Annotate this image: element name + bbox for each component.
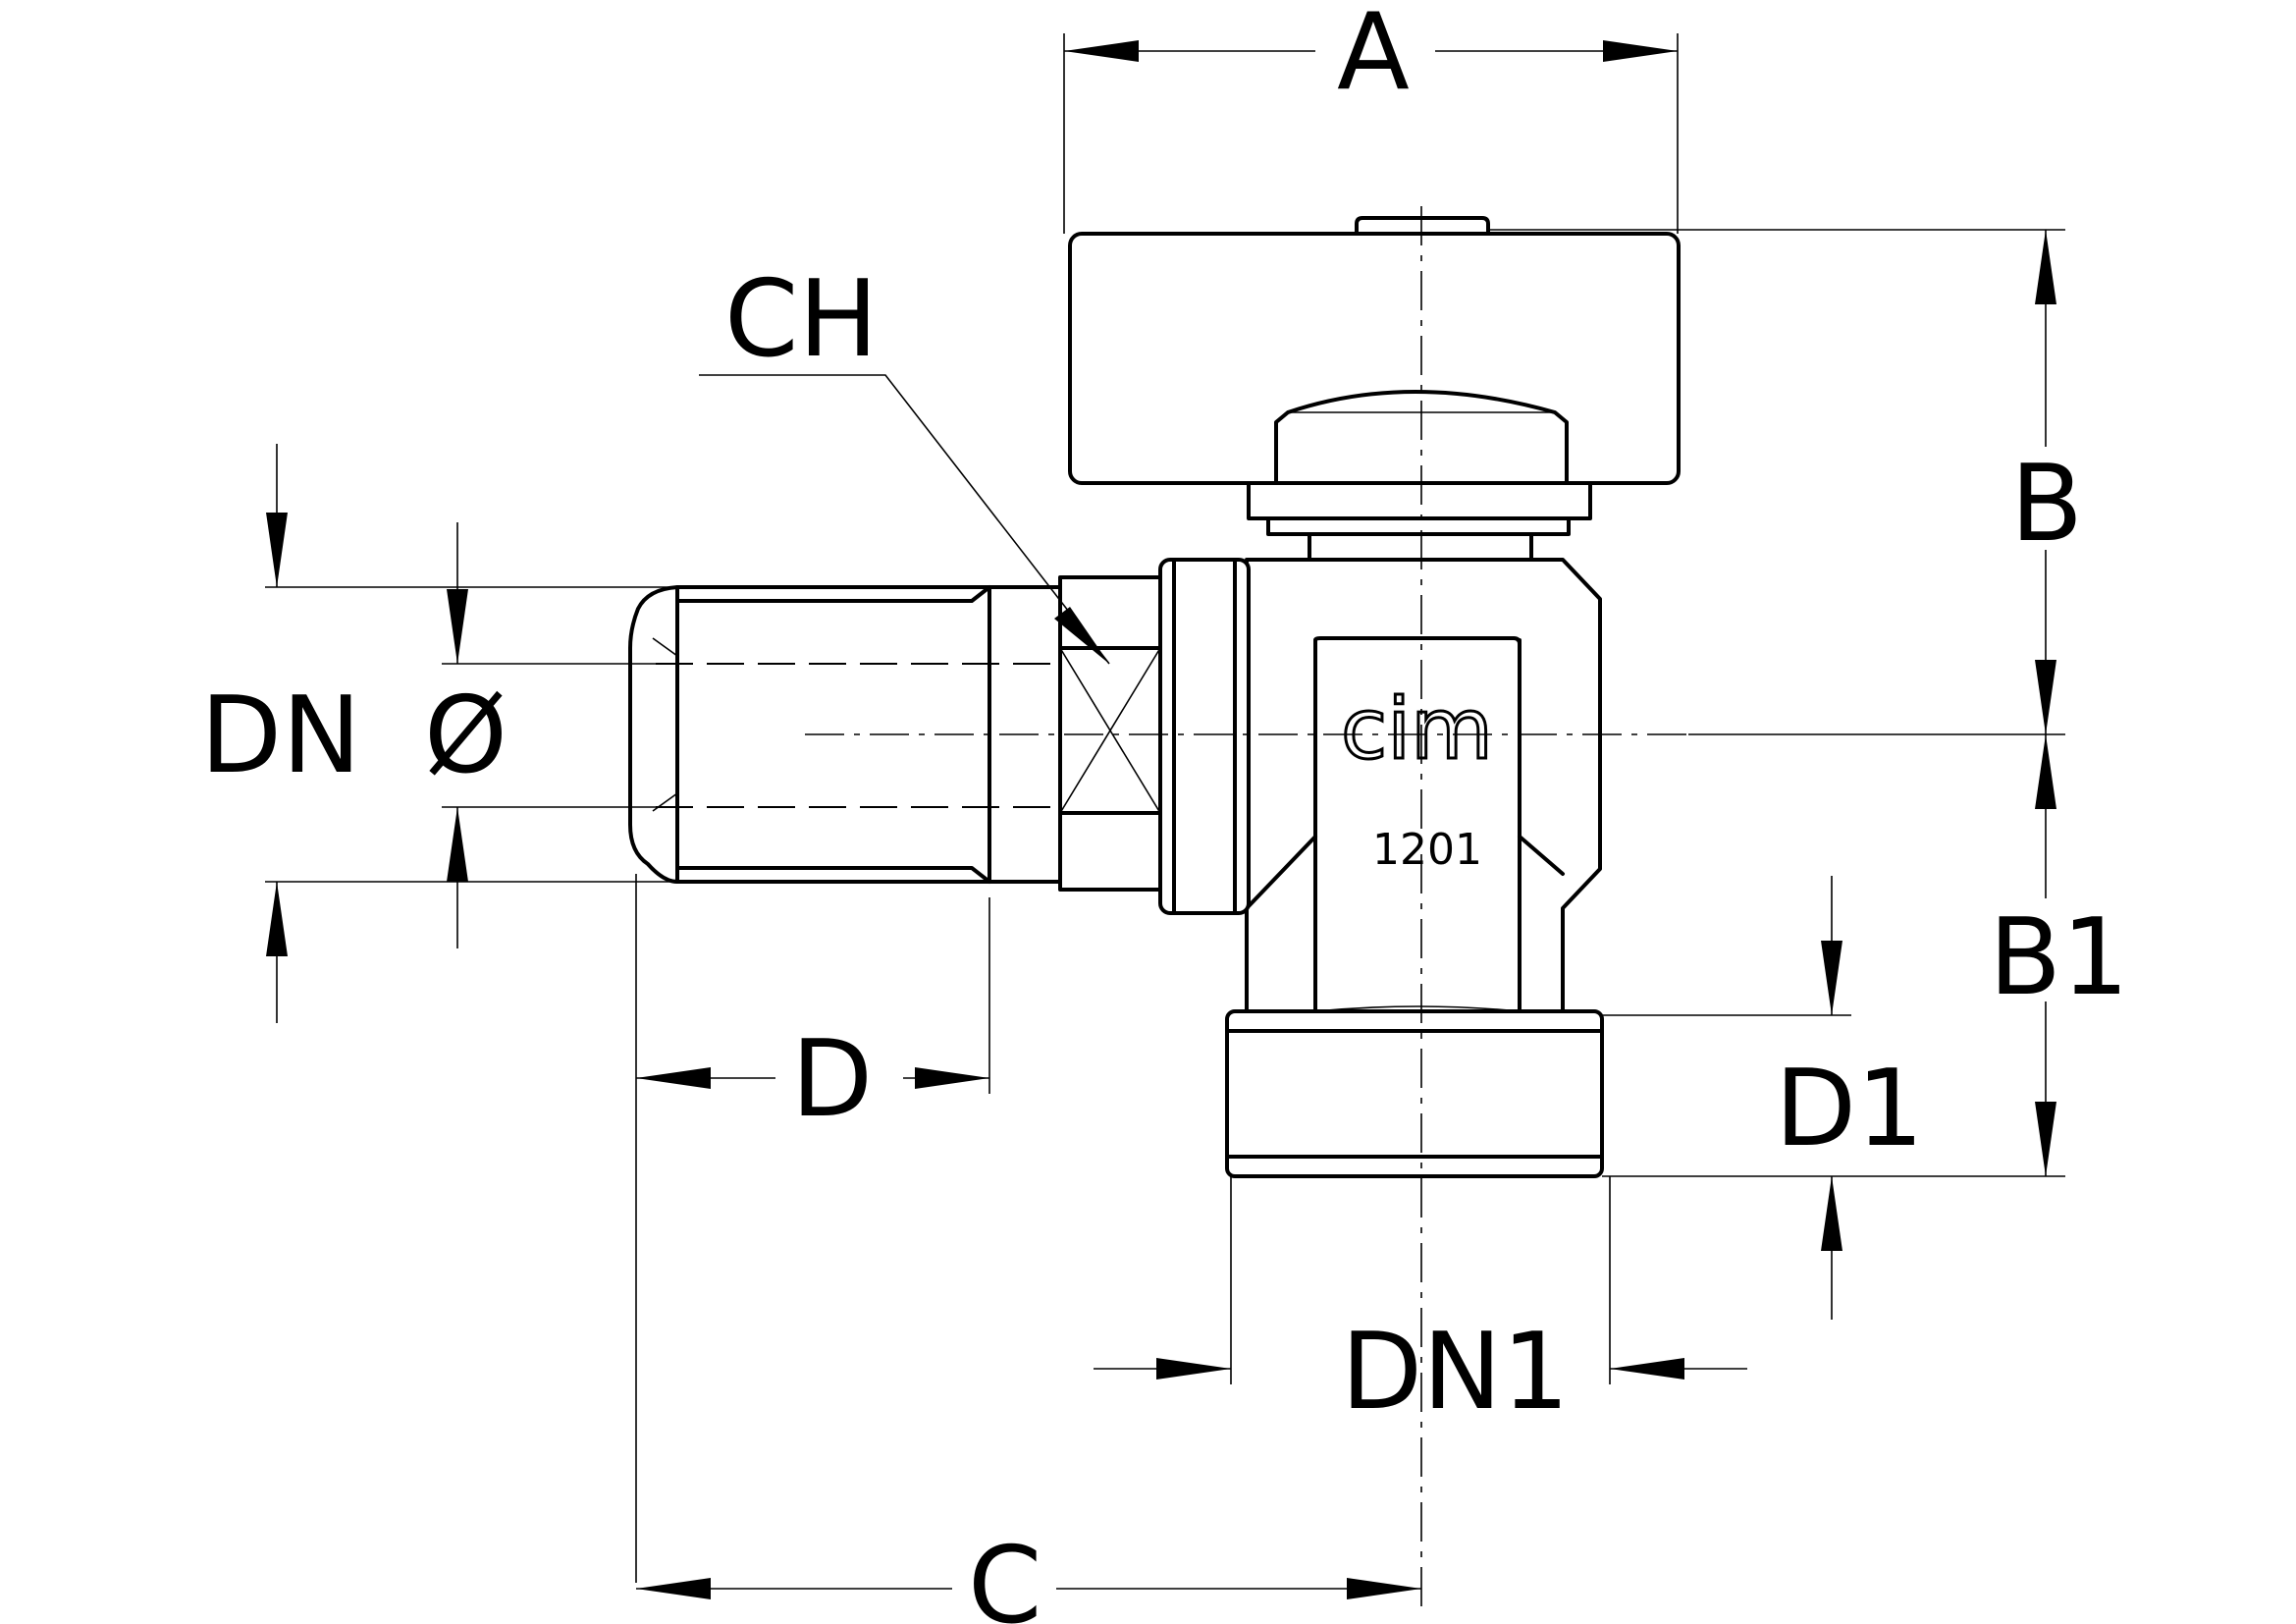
dim-label-C: C <box>968 1525 1041 1624</box>
bottom-threaded-end <box>1225 1009 1604 1178</box>
center-lines <box>805 206 1688 1610</box>
main-body <box>1245 558 1602 1013</box>
dimension-labels: A B B1 CH DN Ø D D1 DN1 C <box>200 0 2129 1624</box>
dimension-lines <box>265 33 2065 1599</box>
dim-label-DN: DN <box>200 675 361 797</box>
model-number-text: 1201 <box>1372 825 1482 875</box>
dim-label-A: A <box>1337 0 1410 114</box>
hidden-bore-lines <box>656 663 1060 808</box>
dim-label-B1: B1 <box>1989 896 2129 1019</box>
brand-logo-text: cim <box>1341 680 1493 779</box>
dim-label-D1: D1 <box>1775 1048 1924 1170</box>
dim-label-diameter: Ø <box>424 675 507 797</box>
dim-label-DN1: DN1 <box>1341 1311 1570 1434</box>
dim-label-B: B <box>2010 443 2083 566</box>
stem-collar <box>1247 481 1592 520</box>
valve-body: cim 1201 <box>628 216 1681 1178</box>
dim-label-CH: CH <box>724 258 879 381</box>
dim-label-D: D <box>791 1018 873 1141</box>
handle-top-tab <box>1355 216 1490 236</box>
left-threaded-end <box>628 585 1062 884</box>
